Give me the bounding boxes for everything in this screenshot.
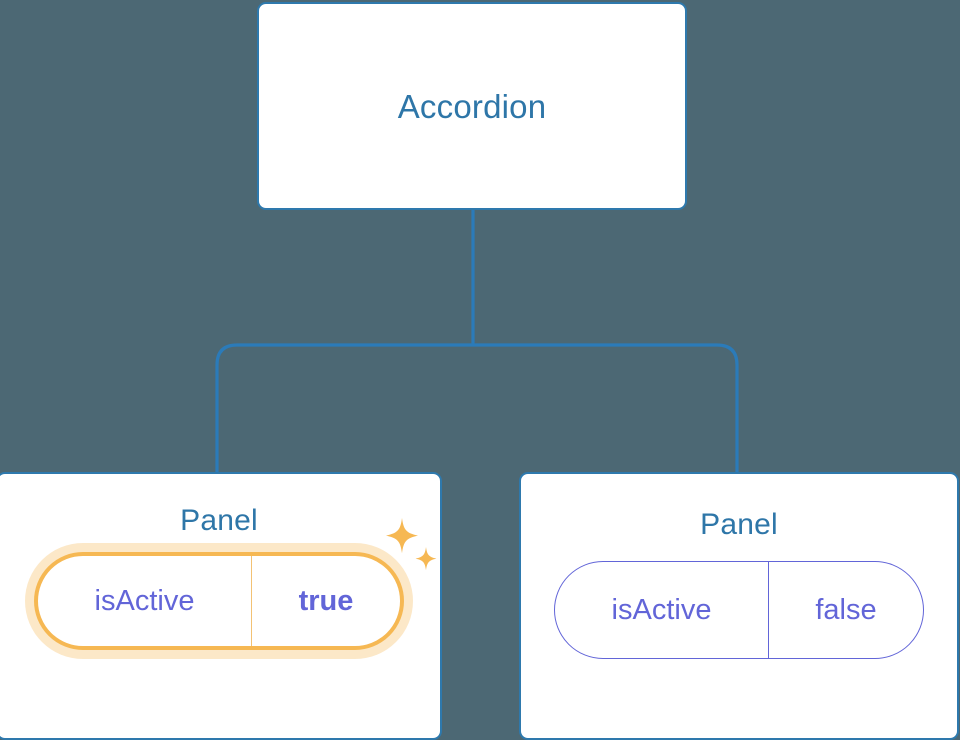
connector-edge-right	[473, 343, 739, 478]
prop-key-isactive: isActive	[38, 556, 252, 646]
prop-key-isactive: isActive	[555, 562, 769, 658]
sparkle-large-icon	[386, 518, 418, 554]
sparkle-small-icon	[415, 547, 437, 571]
node-panel-left-title: Panel	[180, 504, 258, 537]
node-accordion-title: Accordion	[397, 87, 547, 125]
prop-pill-highlight-wrapper: isActive true	[34, 518, 437, 650]
prop-value-true: true	[298, 584, 354, 617]
prop-value-false: false	[815, 593, 877, 626]
connector-edge-left	[215, 343, 473, 478]
node-panel-right[interactable]: Panel isActive false	[519, 472, 959, 740]
node-panel-left[interactable]: Panel isActive true	[0, 472, 442, 740]
node-panel-right-title: Panel	[700, 508, 778, 541]
prop-pill-isactive-false[interactable]: isActive false	[554, 561, 924, 659]
node-accordion[interactable]: Accordion	[257, 2, 687, 210]
prop-pill-isactive-true[interactable]: isActive true	[34, 552, 404, 650]
